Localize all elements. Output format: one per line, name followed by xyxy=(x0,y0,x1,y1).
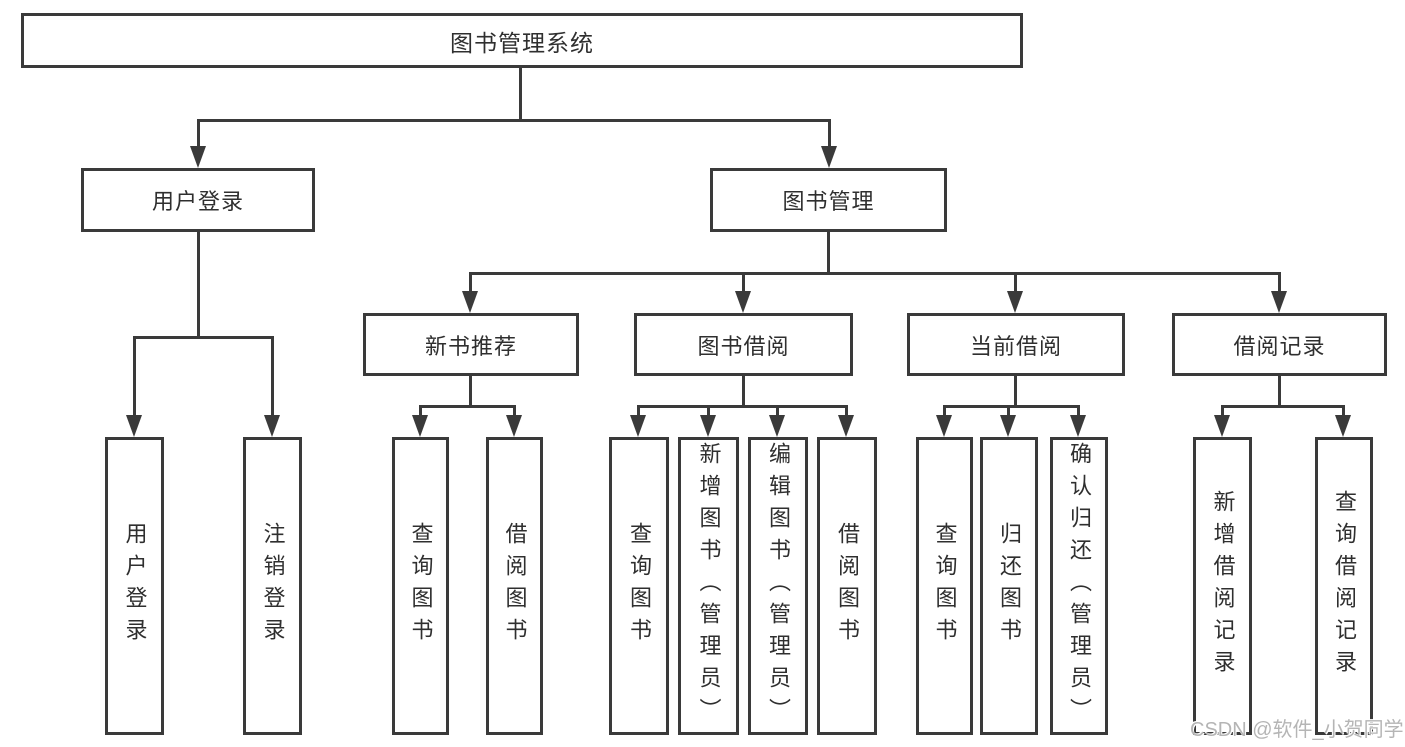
connector-arrowhead xyxy=(190,146,206,168)
node-root: 图书管理系统 xyxy=(21,13,1023,68)
node-label: 图书管理系统 xyxy=(450,29,594,56)
connector-line xyxy=(637,405,640,417)
node-label: 图书借阅 xyxy=(697,333,790,359)
connector-line xyxy=(469,272,472,292)
connector-arrowhead xyxy=(838,415,854,437)
node-new-book-recommend: 新书推荐 xyxy=(363,313,579,376)
connector-line xyxy=(943,405,946,417)
connector-line xyxy=(1278,272,1281,292)
node-label: 新增图书（管理员） xyxy=(696,442,722,730)
leaf-query-books-borrow: 查询图书 xyxy=(609,437,669,735)
connector-line xyxy=(1014,376,1017,408)
connector-arrowhead xyxy=(769,415,785,437)
connector-line xyxy=(1278,376,1281,408)
connector-line xyxy=(197,119,831,122)
connector-line xyxy=(419,405,516,408)
leaf-user-login: 用户登录 xyxy=(105,437,164,735)
node-label: 新书推荐 xyxy=(424,333,517,359)
node-label: 编辑图书（管理员） xyxy=(766,442,791,730)
leaf-confirm-return-admin: 确认归还（管理员） xyxy=(1050,437,1108,735)
node-label: 当前借阅 xyxy=(969,333,1062,359)
connector-arrowhead xyxy=(126,415,142,437)
connector-line xyxy=(1014,272,1017,292)
connector-line xyxy=(197,119,200,148)
connector-line xyxy=(776,405,779,417)
connector-line xyxy=(133,336,274,339)
leaf-return-books: 归还图书 xyxy=(980,437,1038,735)
node-label: 注销登录 xyxy=(260,522,286,650)
connector-arrowhead xyxy=(412,415,428,437)
leaf-query-books-recommend: 查询图书 xyxy=(392,437,449,735)
connector-arrowhead xyxy=(1000,415,1016,437)
connector-arrowhead xyxy=(1335,415,1351,437)
node-label: 借阅图书 xyxy=(835,522,860,650)
node-book-management: 图书管理 xyxy=(710,168,947,232)
connector-arrowhead xyxy=(1007,291,1023,313)
leaf-logout: 注销登录 xyxy=(243,437,302,735)
connector-line xyxy=(742,376,745,408)
connector-arrowhead xyxy=(1271,291,1287,313)
connector-line xyxy=(943,405,1080,408)
node-label: 查询借阅记录 xyxy=(1332,490,1357,682)
connector-line xyxy=(197,232,200,339)
connector-arrowhead xyxy=(462,291,478,313)
node-label: 归还图书 xyxy=(997,522,1022,650)
leaf-edit-books-admin: 编辑图书（管理员） xyxy=(748,437,808,735)
connector-line xyxy=(827,232,830,275)
connector-arrowhead xyxy=(936,415,952,437)
leaf-query-books-current: 查询图书 xyxy=(916,437,973,735)
connector-arrowhead xyxy=(821,146,837,168)
node-borrow-records: 借阅记录 xyxy=(1172,313,1387,376)
connector-line xyxy=(707,405,710,417)
connector-arrowhead xyxy=(264,415,280,437)
connector-line xyxy=(1221,405,1345,408)
leaf-borrow-books: 借阅图书 xyxy=(817,437,877,735)
connector-line xyxy=(742,272,745,292)
connector-line xyxy=(637,405,848,408)
leaf-add-borrow-record: 新增借阅记录 xyxy=(1193,437,1252,735)
node-label: 查询图书 xyxy=(627,522,652,650)
connector-arrowhead xyxy=(735,291,751,313)
leaf-query-borrow-record: 查询借阅记录 xyxy=(1315,437,1373,735)
node-label: 查询图书 xyxy=(932,522,958,650)
connector-line xyxy=(1077,405,1080,417)
leaf-add-books-admin: 新增图书（管理员） xyxy=(678,437,739,735)
connector-line xyxy=(1007,405,1010,417)
connector-arrowhead xyxy=(506,415,522,437)
leaf-borrow-books-recommend: 借阅图书 xyxy=(486,437,543,735)
connector-arrowhead xyxy=(1070,415,1086,437)
connector-line xyxy=(469,272,1281,275)
connector-line xyxy=(1342,405,1345,417)
connector-line xyxy=(845,405,848,417)
connector-line xyxy=(828,119,831,148)
connector-arrowhead xyxy=(630,415,646,437)
connector-line xyxy=(469,376,472,408)
connector-arrowhead xyxy=(700,415,716,437)
connector-arrowhead xyxy=(1214,415,1230,437)
node-user-login: 用户登录 xyxy=(81,168,315,232)
connector-line xyxy=(133,336,136,417)
node-label: 确认归还（管理员） xyxy=(1067,442,1092,730)
connector-line xyxy=(1221,405,1224,417)
watermark: CSDN @软件_小贺同学 xyxy=(1190,719,1404,741)
connector-line xyxy=(271,336,274,417)
node-book-borrow: 图书借阅 xyxy=(634,313,853,376)
node-current-borrow: 当前借阅 xyxy=(907,313,1125,376)
node-label: 用户登录 xyxy=(122,522,148,650)
connector-line xyxy=(513,405,516,417)
node-label: 图书管理 xyxy=(782,189,875,214)
node-label: 借阅记录 xyxy=(1233,333,1326,359)
node-label: 查询图书 xyxy=(408,522,434,650)
connector-line xyxy=(419,405,422,417)
node-label: 新增借阅记录 xyxy=(1210,490,1236,682)
node-label: 用户登录 xyxy=(151,189,244,214)
node-label: 借阅图书 xyxy=(502,522,528,650)
connector-line xyxy=(519,68,522,122)
